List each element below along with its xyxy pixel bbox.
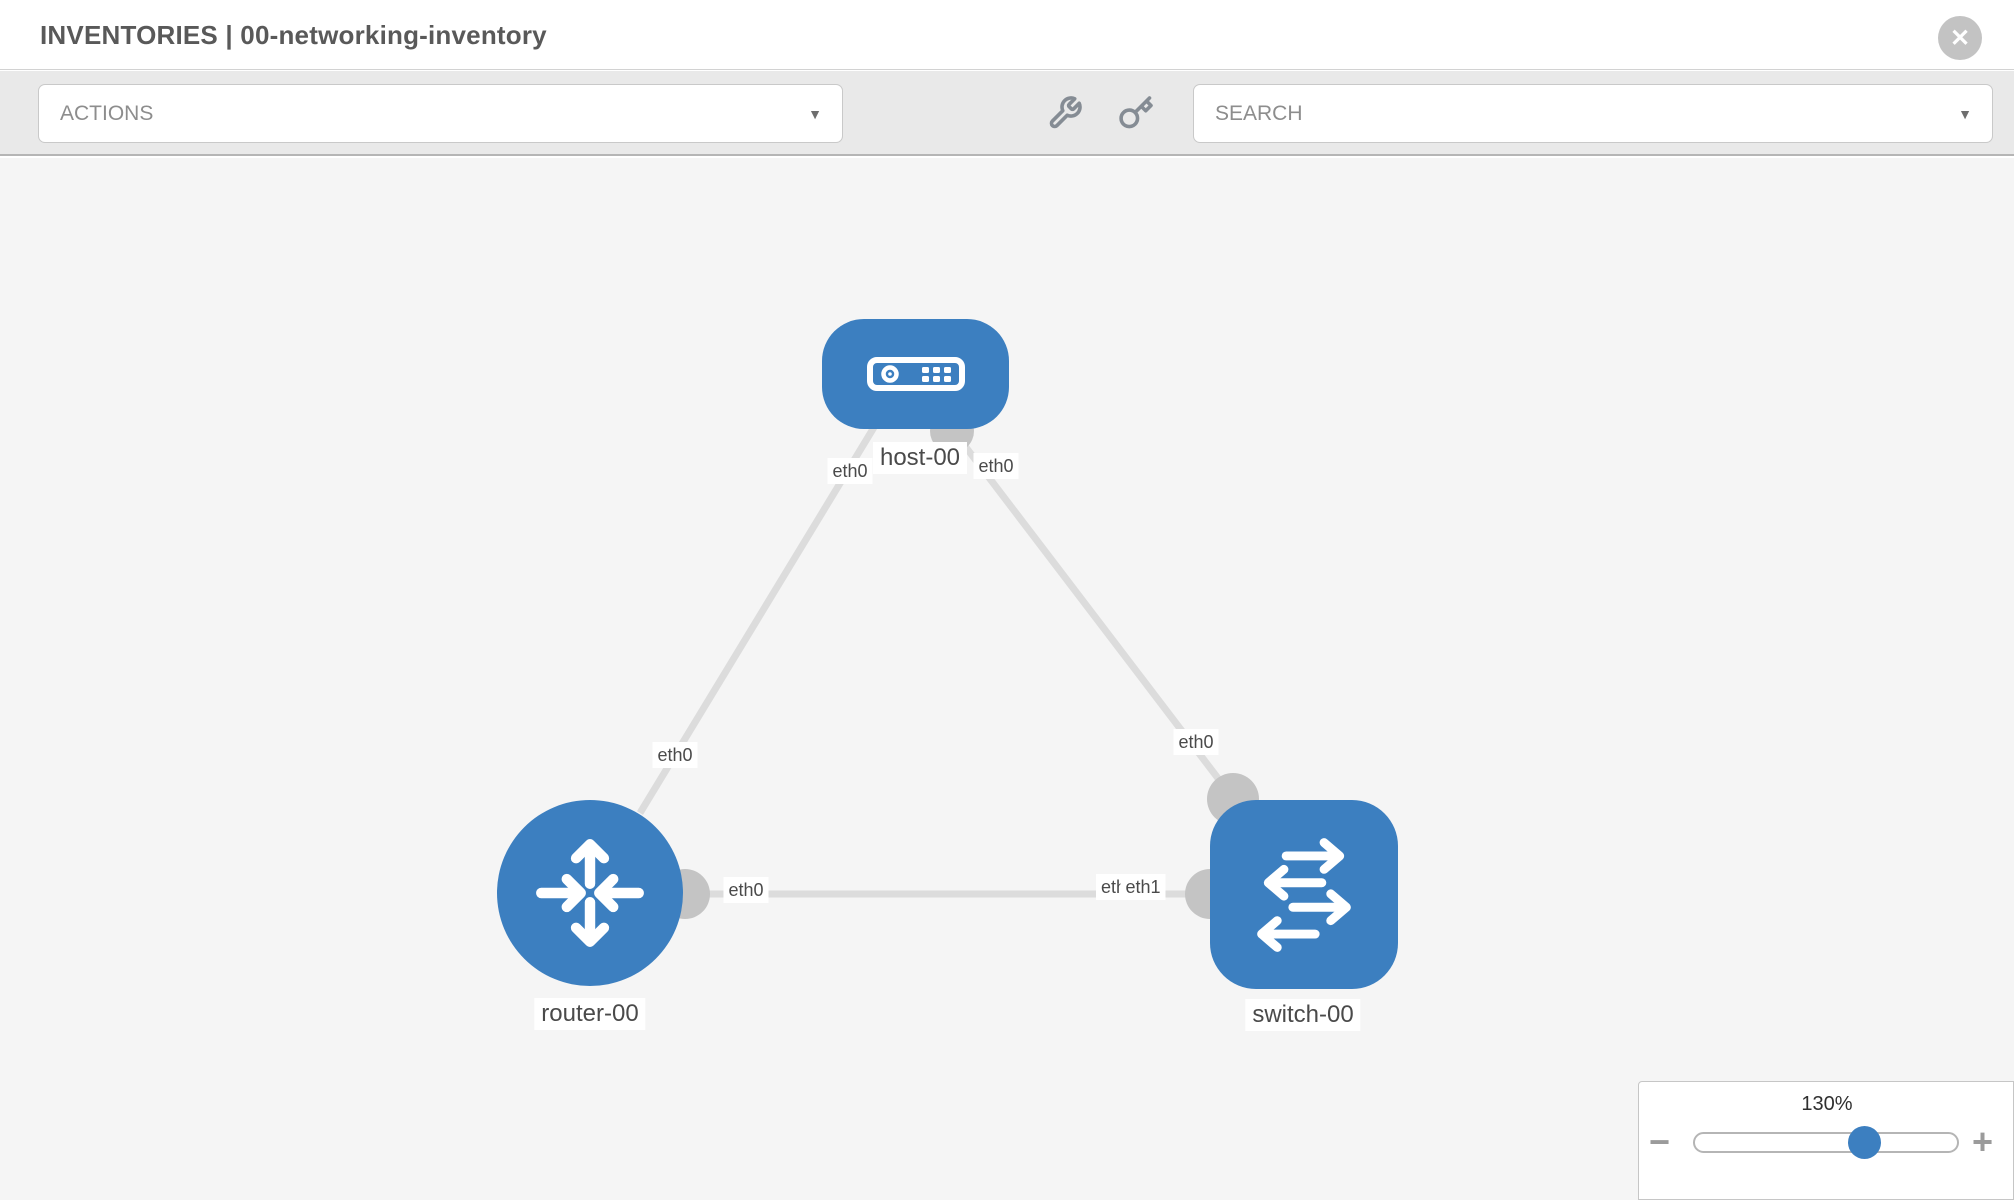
topology-canvas[interactable]: eth0 host-00 eth0 eth0 eth0 eth0 eth0 et… xyxy=(0,158,2014,1200)
zoom-out-button[interactable]: − xyxy=(1649,1121,1671,1162)
wrench-icon xyxy=(1049,96,1082,129)
actions-dropdown[interactable]: ACTIONS ▼ xyxy=(38,84,843,143)
node-label-host-00: host-00 xyxy=(872,442,968,474)
actions-dropdown-label: ACTIONS xyxy=(60,101,154,125)
node-switch-00[interactable] xyxy=(1210,800,1398,989)
page-title: INVENTORIES | 00-networking-inventory xyxy=(40,20,547,50)
port-label-eth0: eth0 xyxy=(1173,729,1219,755)
zoom-slider-track[interactable] xyxy=(1693,1132,1959,1153)
zoom-panel: 130% − + xyxy=(1638,1081,2014,1200)
zoom-in-button[interactable]: + xyxy=(1972,1121,1994,1162)
close-button[interactable]: ✕ xyxy=(1938,16,1982,60)
node-host-00[interactable] xyxy=(822,319,1009,429)
port-label-eth1: eth1 xyxy=(1120,874,1166,900)
key-button[interactable] xyxy=(1118,95,1154,131)
zoom-level: 130% xyxy=(1801,1093,1853,1115)
port-label-eth0: eth0 xyxy=(827,458,873,484)
toolbar: ACTIONS ▼ SEARCH ▼ xyxy=(0,71,2014,156)
close-icon: ✕ xyxy=(1949,24,1971,52)
node-router-00[interactable] xyxy=(497,800,683,986)
edges-layer xyxy=(637,409,1259,919)
header: INVENTORIES | 00-networking-inventory ✕ xyxy=(0,0,2014,70)
search-dropdown[interactable]: SEARCH ▼ xyxy=(1193,84,1993,143)
key-icon xyxy=(1119,96,1153,129)
chevron-down-icon: ▼ xyxy=(1958,105,1972,122)
node-label-router-00: router-00 xyxy=(534,998,646,1030)
switch-icon xyxy=(1257,837,1351,952)
port-label-eth0: eth0 xyxy=(652,742,698,768)
router-icon xyxy=(536,839,644,947)
port-label-eth0: eth0 xyxy=(973,453,1019,479)
host-icon xyxy=(866,357,965,391)
search-dropdown-label: SEARCH xyxy=(1215,101,1303,125)
node-label-switch-00: switch-00 xyxy=(1245,999,1361,1031)
wrench-button[interactable] xyxy=(1047,95,1083,131)
chevron-down-icon: ▼ xyxy=(808,105,822,122)
port-label-eth0: eth0 xyxy=(723,877,769,903)
zoom-slider-handle[interactable] xyxy=(1848,1126,1881,1159)
